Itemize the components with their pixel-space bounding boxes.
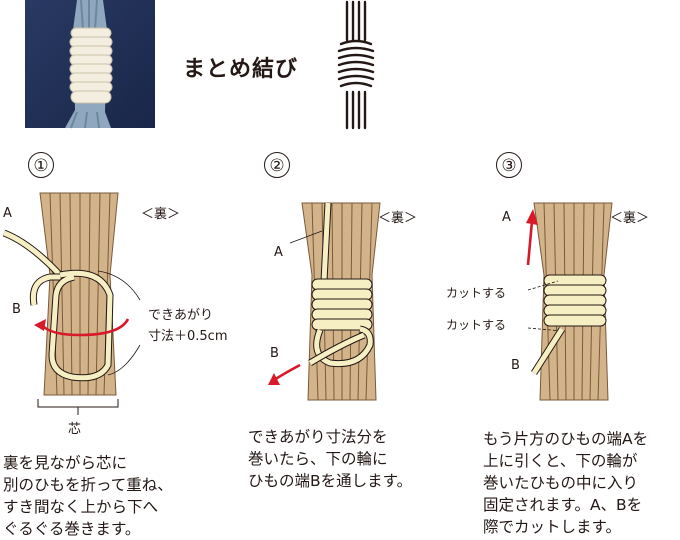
step-2-number: ② [264, 152, 290, 178]
step-1-back-label: ＜裏＞ [141, 207, 181, 222]
step-3-diagram [526, 202, 613, 401]
step-1-label-a: A [3, 206, 12, 221]
step-1-finished-size: できあがり 寸法＋0.5cm [148, 308, 228, 344]
knot-icon [337, 0, 375, 130]
step-2-label-b: B [270, 346, 279, 361]
step-3-cut-bottom: カットする [446, 318, 507, 332]
step-3-back-label: ＜裏＞ [610, 211, 650, 226]
step-1-number: ① [28, 152, 54, 178]
step-3-label-b: B [511, 358, 520, 373]
step-2-label-a: A [274, 245, 283, 260]
step-2-diagram [268, 202, 381, 401]
finished-knot-photo [25, 0, 155, 129]
step-3-number: ③ [496, 152, 522, 178]
step-3-caption: もう片方のひもの端Aを 上に引くと、下の輪が 巻いたひもの中に入り 固定されます… [483, 430, 649, 536]
step-1-diagram [2, 192, 141, 415]
step-2-caption: できあがり寸法分を 巻いたら、下の輪に ひもの端Bを通します。 [248, 428, 413, 490]
step-2-back-label: ＜裏＞ [378, 211, 418, 226]
step-1-core-label: 芯 [68, 422, 82, 437]
step-3-label-a: A [502, 210, 511, 225]
step-3-cut-top: カットする [446, 286, 507, 300]
step-1-caption: 裏を見ながら芯に 別のひもを折って重ね、 すき間なく上から下へ ぐるぐる巻きます… [3, 454, 173, 538]
step-1-label-b: B [12, 302, 21, 317]
page-title: まとめ結び [183, 57, 299, 82]
